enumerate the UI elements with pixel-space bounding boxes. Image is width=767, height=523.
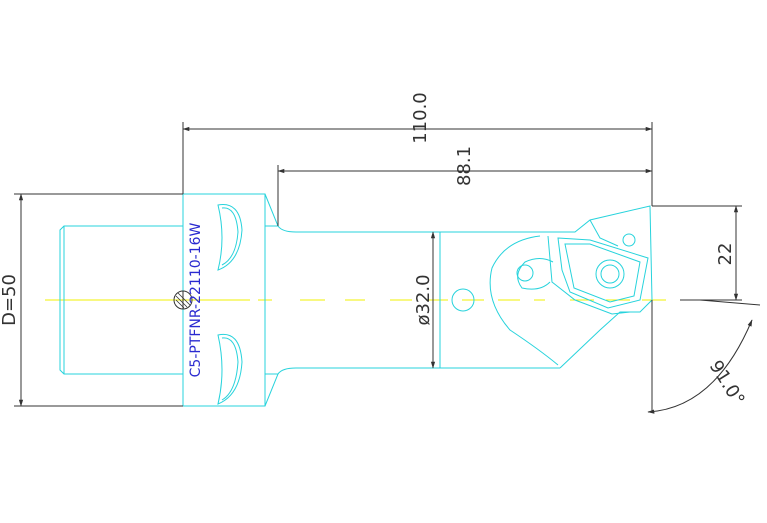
coolant-hole (451, 288, 475, 312)
dim-head-length: 88.1 (454, 146, 475, 186)
tool-outline (59, 193, 653, 407)
dim-overall-length: 110.0 (410, 92, 431, 144)
dim-shank-diameter: ø32.0 (413, 274, 434, 325)
dim-offset: 22 (715, 243, 736, 266)
dim-diameter: D=50 (0, 274, 20, 326)
upper-slot (217, 204, 243, 271)
insert-hole (595, 259, 625, 289)
section-marker (173, 290, 193, 310)
part-label: C5-PTFNR-22110-16W (188, 222, 204, 377)
insert (557, 237, 649, 309)
dimension-lines (14, 122, 761, 414)
lower-slot (217, 333, 243, 405)
neck (277, 225, 540, 233)
chip-pocket (489, 235, 559, 366)
